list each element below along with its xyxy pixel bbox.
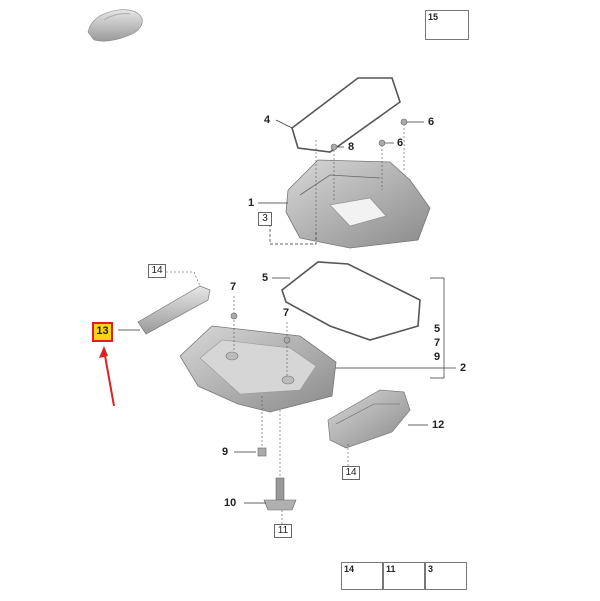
callout-6a: 6 (428, 116, 435, 128)
side-cover (327, 389, 411, 449)
drain-plug (257, 447, 267, 457)
callout-5b: 5 (434, 323, 441, 335)
callout-3: 3 (258, 212, 272, 226)
callout-13-highlighted: 13 (92, 322, 113, 342)
bolt-8 (330, 143, 338, 151)
leader-4 (275, 119, 293, 129)
callout-6b: 6 (397, 137, 404, 149)
callout-14a: 14 (148, 264, 166, 278)
callout-9a: 9 (434, 351, 441, 363)
highlight-arrow (99, 346, 115, 407)
thumbnail-3-number: 3 (428, 564, 434, 574)
leader-3 (269, 224, 317, 245)
thumbnail-15-number: 15 (428, 12, 439, 22)
lower-oil-pan (179, 325, 337, 413)
callout-7a: 7 (230, 281, 237, 293)
callout-14b: 14 (342, 466, 360, 480)
group-bracket (430, 277, 445, 379)
upper-gasket (291, 77, 401, 153)
bolt-7-left (230, 312, 238, 320)
callout-10: 10 (224, 497, 237, 509)
callout-7b: 7 (283, 307, 290, 319)
thumbnail-3: 3 (425, 562, 467, 590)
callout-4: 4 (264, 114, 271, 126)
callout-1: 1 (248, 197, 255, 209)
upper-oil-pan-housing (285, 159, 431, 249)
thumbnail-14-number: 14 (344, 564, 355, 574)
callout-9b: 9 (222, 446, 229, 458)
oil-level-sensor (263, 477, 297, 511)
heat-shield-strip (137, 285, 211, 335)
callout-2: 2 (460, 362, 467, 374)
callout-12: 12 (432, 419, 445, 431)
callout-11: 11 (274, 524, 292, 538)
callout-5a: 5 (262, 272, 269, 284)
callout-8: 8 (348, 141, 355, 153)
thumbnail-11-number: 11 (386, 564, 396, 574)
bolt-6-upper (400, 118, 408, 126)
lower-gasket (281, 261, 421, 341)
car-icon (87, 9, 143, 42)
thumbnail-14: 14 (341, 562, 383, 590)
thumbnail-11: 11 (383, 562, 425, 590)
bolt-6-lower (378, 139, 386, 147)
thumbnail-15: 15 (425, 10, 469, 40)
callout-7c: 7 (434, 337, 441, 349)
bolt-7-right (283, 336, 291, 344)
